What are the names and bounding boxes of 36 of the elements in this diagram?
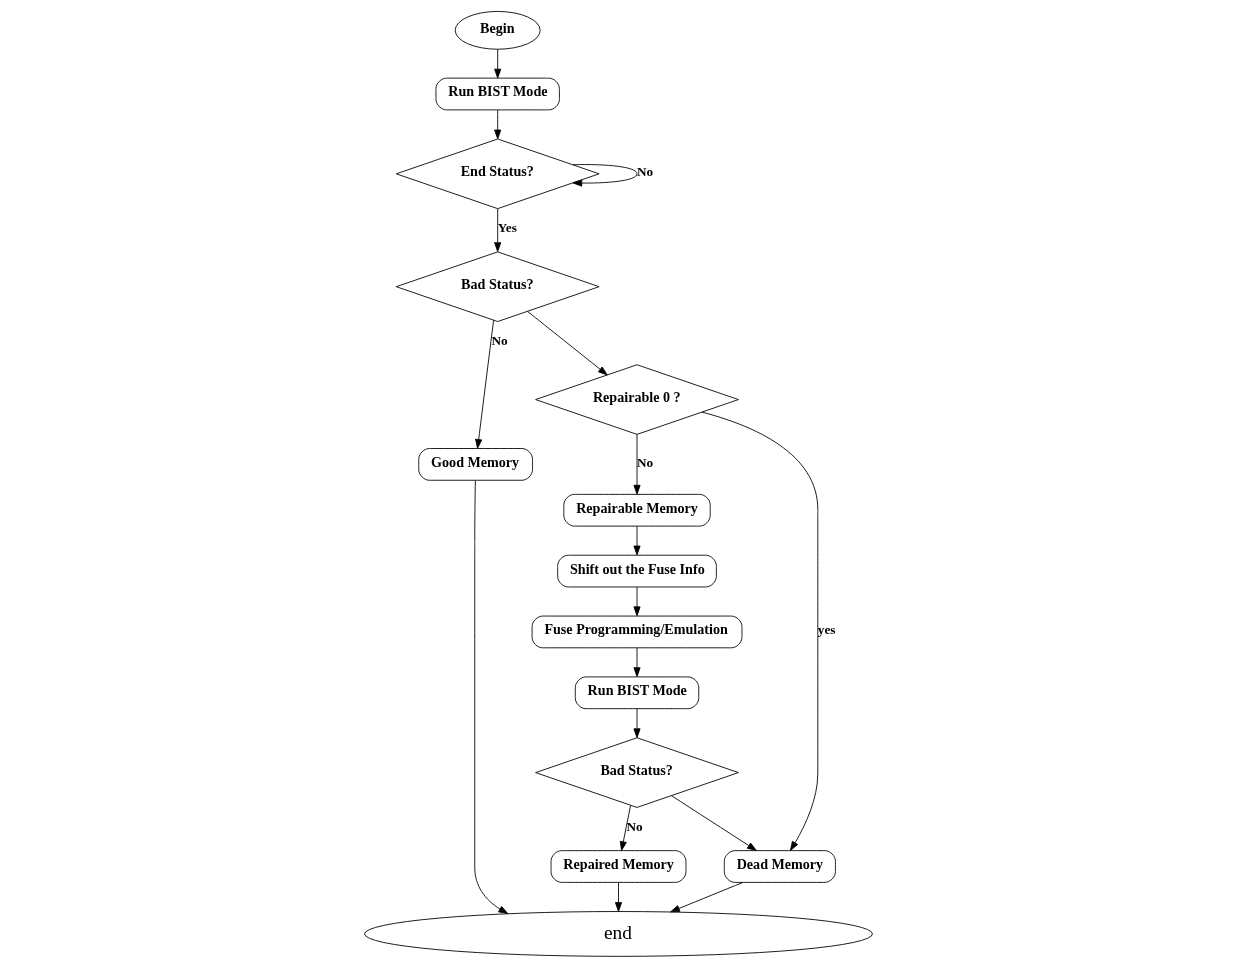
arrow — [633, 647, 641, 677]
edge-label: No — [491, 333, 508, 349]
node-box: Dead Memory — [723, 850, 836, 883]
node-box: Shift out the Fuse Info — [556, 554, 717, 588]
node-ellipse: Begin — [454, 11, 541, 50]
arrow — [572, 164, 637, 187]
node-box: Repairable Memory — [562, 493, 711, 527]
arrow — [493, 109, 501, 140]
arrow — [633, 586, 641, 617]
arrow — [614, 882, 622, 912]
arrow — [474, 319, 494, 449]
node-diamond: Bad Status? — [534, 737, 739, 808]
node-box: Fuse Programming/Emulation — [531, 615, 742, 649]
node-box: Good Memory — [417, 448, 533, 481]
arrow — [473, 480, 508, 914]
edge-label: yes — [817, 622, 835, 638]
node-diamond: End Status? — [395, 138, 600, 210]
arrow — [619, 805, 631, 851]
arrow — [633, 708, 641, 739]
arrow — [670, 795, 757, 851]
edge-label: No — [625, 819, 643, 835]
arrow — [493, 208, 501, 252]
arrow — [526, 310, 608, 376]
edge-label: Yes — [497, 220, 517, 236]
arrow — [493, 48, 501, 79]
node-box: Run BIST Mode — [574, 676, 699, 710]
edge-label: No — [636, 454, 653, 470]
edge-label: No — [636, 164, 653, 180]
arrow — [669, 882, 743, 913]
node-box: Run BIST Mode — [435, 77, 560, 111]
node-diamond: Bad Status? — [395, 251, 600, 322]
arrow — [701, 411, 818, 851]
arrow — [633, 525, 641, 556]
node-ellipse: end — [363, 911, 873, 957]
arrow — [633, 434, 641, 495]
node-box: Repaired Memory — [550, 850, 686, 883]
